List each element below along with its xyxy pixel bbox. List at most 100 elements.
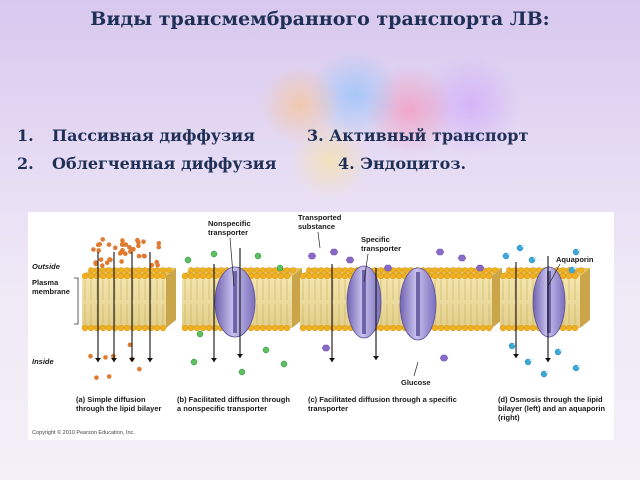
solute-molecule — [120, 248, 125, 253]
lipid-head — [511, 272, 519, 280]
lipid-head — [323, 272, 331, 280]
lipid-head — [571, 272, 579, 280]
arrow-head — [545, 358, 551, 362]
lipid-head — [455, 324, 463, 332]
solute-molecule — [106, 374, 112, 379]
lipid-head — [187, 324, 195, 332]
aquaporin-pointer — [547, 263, 561, 287]
solute-molecule — [154, 259, 160, 265]
lipid-head — [348, 267, 354, 273]
lipid-head — [377, 272, 385, 280]
membrane-slab — [82, 276, 166, 328]
nonspecific-pointer — [229, 237, 235, 287]
water-hydrogen — [529, 358, 533, 362]
lipid-head — [578, 267, 584, 273]
solute-molecule — [149, 262, 155, 268]
glucose-molecule — [475, 264, 485, 272]
glucose-molecule — [457, 254, 467, 262]
solute-molecule — [103, 355, 108, 360]
lipid-head — [426, 267, 432, 273]
water-hydrogen — [577, 364, 581, 368]
lipid-head — [194, 267, 200, 273]
glucose-molecule — [383, 264, 393, 272]
arrow-head — [211, 358, 217, 362]
plasma-label: Plasma — [32, 278, 59, 287]
lipid-head — [329, 324, 337, 332]
specific-transporter-closed-channel — [416, 272, 420, 336]
lipid-head — [336, 267, 342, 273]
caption-a-line1: (a) Simple diffusion — [76, 395, 146, 404]
lipid-head — [306, 267, 312, 273]
lipid-head — [81, 324, 89, 332]
lipid-head — [506, 267, 512, 273]
caption-b-line1: (b) Facilitated diffusion through — [177, 395, 290, 404]
lipid-head — [341, 324, 349, 332]
lipid-head — [311, 324, 319, 332]
lipid-head — [266, 267, 272, 273]
caption-d-line3: (right) — [498, 413, 520, 422]
lipid-head — [461, 324, 469, 332]
membrane-side — [580, 268, 590, 328]
lipid-head — [159, 324, 167, 332]
lipid-head — [479, 272, 487, 280]
lipid-head — [305, 272, 313, 280]
solute-molecule — [121, 242, 127, 247]
lipid-head — [99, 272, 107, 280]
lipid-head — [560, 267, 566, 273]
green-molecule — [238, 368, 246, 376]
solute-molecule — [156, 240, 162, 246]
arrow-head — [373, 356, 379, 360]
green-molecule — [276, 264, 284, 272]
lipid-head — [438, 267, 444, 273]
lipid-head — [259, 324, 267, 332]
membrane-slab — [300, 276, 492, 328]
lipid-head — [499, 272, 507, 280]
solute-molecule — [107, 257, 112, 262]
water-hydrogen — [545, 370, 549, 374]
solute-molecule — [136, 240, 141, 245]
lipid-head — [193, 324, 201, 332]
lipid-head — [529, 272, 537, 280]
lipid-head — [299, 272, 307, 280]
water-molecule — [528, 256, 536, 264]
nonspecific-callout: Nonspecific — [208, 219, 251, 228]
lipid-head — [253, 272, 261, 280]
water-hydrogen — [559, 348, 563, 352]
arrow-head — [129, 358, 135, 362]
lipid-head — [377, 324, 385, 332]
lipid-head — [153, 272, 161, 280]
glucose-molecule — [435, 248, 445, 256]
lipid-head — [271, 272, 279, 280]
lipid-head — [523, 272, 531, 280]
transport-proteins — [214, 265, 566, 341]
lipid-head — [112, 267, 118, 273]
substance-pointer — [317, 231, 321, 249]
lipid-head — [142, 267, 148, 273]
caption-d-line1: (d) Osmosis through the lipid — [498, 395, 603, 404]
solute-molecule — [113, 245, 118, 251]
lipid-head — [565, 324, 573, 332]
solute-molecule — [94, 375, 99, 380]
lipid-head — [123, 324, 131, 332]
lipid-head — [511, 324, 519, 332]
lipid-head — [290, 267, 296, 273]
solute-molecule — [96, 248, 101, 253]
water-molecule — [572, 248, 580, 256]
transported-callout: Transported — [298, 213, 342, 222]
solute-molecule — [97, 241, 103, 247]
lipid-head — [330, 267, 336, 273]
lipid-head — [395, 324, 403, 332]
lipid-head — [111, 324, 119, 332]
lipid-head — [323, 324, 331, 332]
lipid-head — [318, 267, 324, 273]
lipid-head — [87, 324, 95, 332]
lipid-head — [395, 272, 403, 280]
lipid-head — [512, 267, 518, 273]
membrane-side — [492, 268, 502, 328]
lipid-head — [450, 267, 456, 273]
lipid-head — [181, 324, 189, 332]
membrane-transport-figure: Outside Plasma membrane Inside Nonspecif… — [28, 212, 614, 440]
solute-molecule — [91, 247, 96, 252]
green-molecule — [210, 250, 218, 258]
lipid-head — [529, 324, 537, 332]
